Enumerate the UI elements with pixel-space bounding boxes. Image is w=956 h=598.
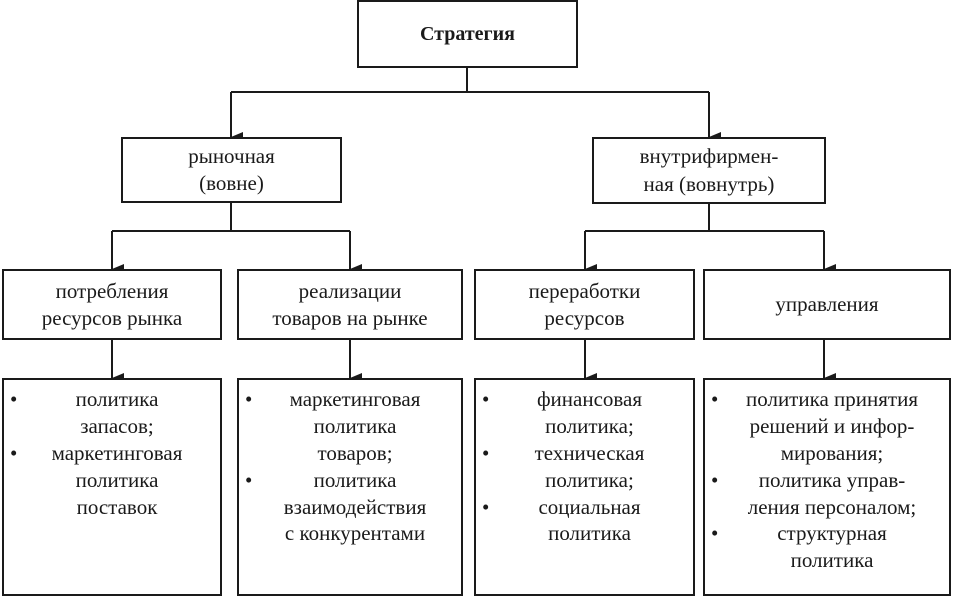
list-item: • социальная политика xyxy=(482,494,687,548)
list-item: • политика запасов; xyxy=(10,386,214,440)
list-item-text: техническая политика; xyxy=(534,440,645,492)
list-item-text: политика запасов; xyxy=(75,387,159,438)
bullet-icon: • xyxy=(711,387,719,411)
list-item-text: социальная политика xyxy=(538,494,641,546)
list-item: • политика взаимодействия с конкурентами xyxy=(245,467,455,548)
list-item: • маркетинговая политика поставок xyxy=(10,440,214,521)
list-processing: • финансовая политика; • техническая пол… xyxy=(474,378,695,596)
internal-strategy-label: внутрифирмен- ная (вовнутрь) xyxy=(639,144,779,196)
list-item-text: финансовая политика; xyxy=(536,387,643,438)
processing-box: переработки ресурсов xyxy=(474,269,695,340)
list-item: • маркетинговая политика товаров; xyxy=(245,386,455,467)
consumption-label: потребления ресурсов рынка xyxy=(41,278,183,330)
management-box: управления xyxy=(703,269,951,340)
bullet-icon: • xyxy=(482,440,490,465)
bullet-icon: • xyxy=(482,387,490,411)
bullet-icon: • xyxy=(482,494,490,519)
list-consumption: • политика запасов; • маркетинговая поли… xyxy=(2,378,222,596)
list-management: • политика принятия решений и инфор- мир… xyxy=(703,378,951,596)
sales-label: реализации товаров на рынке xyxy=(272,278,428,330)
consumption-box: потребления ресурсов рынка xyxy=(2,269,222,340)
list-item-text: маркетинговая политика поставок xyxy=(51,440,183,519)
bullet-icon: • xyxy=(711,467,719,492)
list-item: • структурная политика xyxy=(711,520,943,574)
list-item-text: структурная политика xyxy=(777,521,887,573)
management-label: управления xyxy=(775,292,879,317)
strategy-root-label: Стратегия xyxy=(420,23,515,45)
sales-box: реализации товаров на рынке xyxy=(237,269,463,340)
bullet-icon: • xyxy=(711,521,719,546)
list-item-text: маркетинговая политика товаров; xyxy=(289,387,421,465)
list-item: • техническая политика; xyxy=(482,440,687,494)
list-item: • политика принятия решений и инфор- мир… xyxy=(711,386,943,467)
list-item-text: политика принятия решений и инфор- миров… xyxy=(746,387,918,465)
bullet-icon: • xyxy=(10,440,18,465)
strategy-root-box: Стратегия xyxy=(357,0,578,68)
list-sales: • маркетинговая политика товаров; • поли… xyxy=(237,378,463,596)
bullet-icon: • xyxy=(10,387,18,411)
list-item-text: политика управ- ления персоналом; xyxy=(747,467,917,519)
list-item: • политика управ- ления персоналом; xyxy=(711,467,943,521)
market-strategy-label: рыночная (вовне) xyxy=(188,143,275,195)
list-item: • финансовая политика; xyxy=(482,386,687,440)
market-strategy-box: рыночная (вовне) xyxy=(121,137,342,203)
bullet-icon: • xyxy=(245,467,253,492)
bullet-icon: • xyxy=(245,387,253,411)
processing-label: переработки ресурсов xyxy=(528,278,641,330)
internal-strategy-box: внутрифирмен- ная (вовнутрь) xyxy=(592,137,826,204)
list-item-text: политика взаимодействия с конкурентами xyxy=(283,467,427,546)
